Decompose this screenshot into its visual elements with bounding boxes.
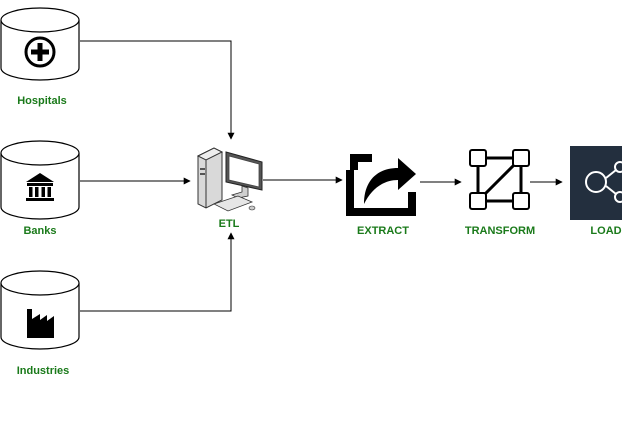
etl-label: ETL: [218, 218, 240, 230]
computer-icon: [196, 147, 263, 212]
hospitals-label: Hospitals: [17, 95, 67, 107]
hospitals-to-etl-arrow: [80, 40, 235, 140]
industries-label: Industries: [16, 365, 70, 377]
load-label: LOAD: [590, 225, 622, 237]
banks-label: Banks: [23, 225, 57, 237]
connectors: [80, 40, 563, 312]
network-nodes-icon: [570, 146, 622, 220]
extract-label: EXTRACT: [357, 225, 409, 237]
industries-database: [0, 270, 80, 350]
plus-circle-icon: [24, 36, 56, 68]
transform-label: TRANSFORM: [464, 225, 536, 237]
industries-to-etl-arrow: [80, 232, 235, 312]
factory-icon: [27, 309, 54, 338]
hospitals-database: [0, 7, 80, 81]
bank-icon: [26, 173, 54, 201]
share-arrow-icon: [346, 154, 416, 216]
transform-nodes-icon: [469, 149, 530, 210]
banks-database: [0, 140, 80, 220]
